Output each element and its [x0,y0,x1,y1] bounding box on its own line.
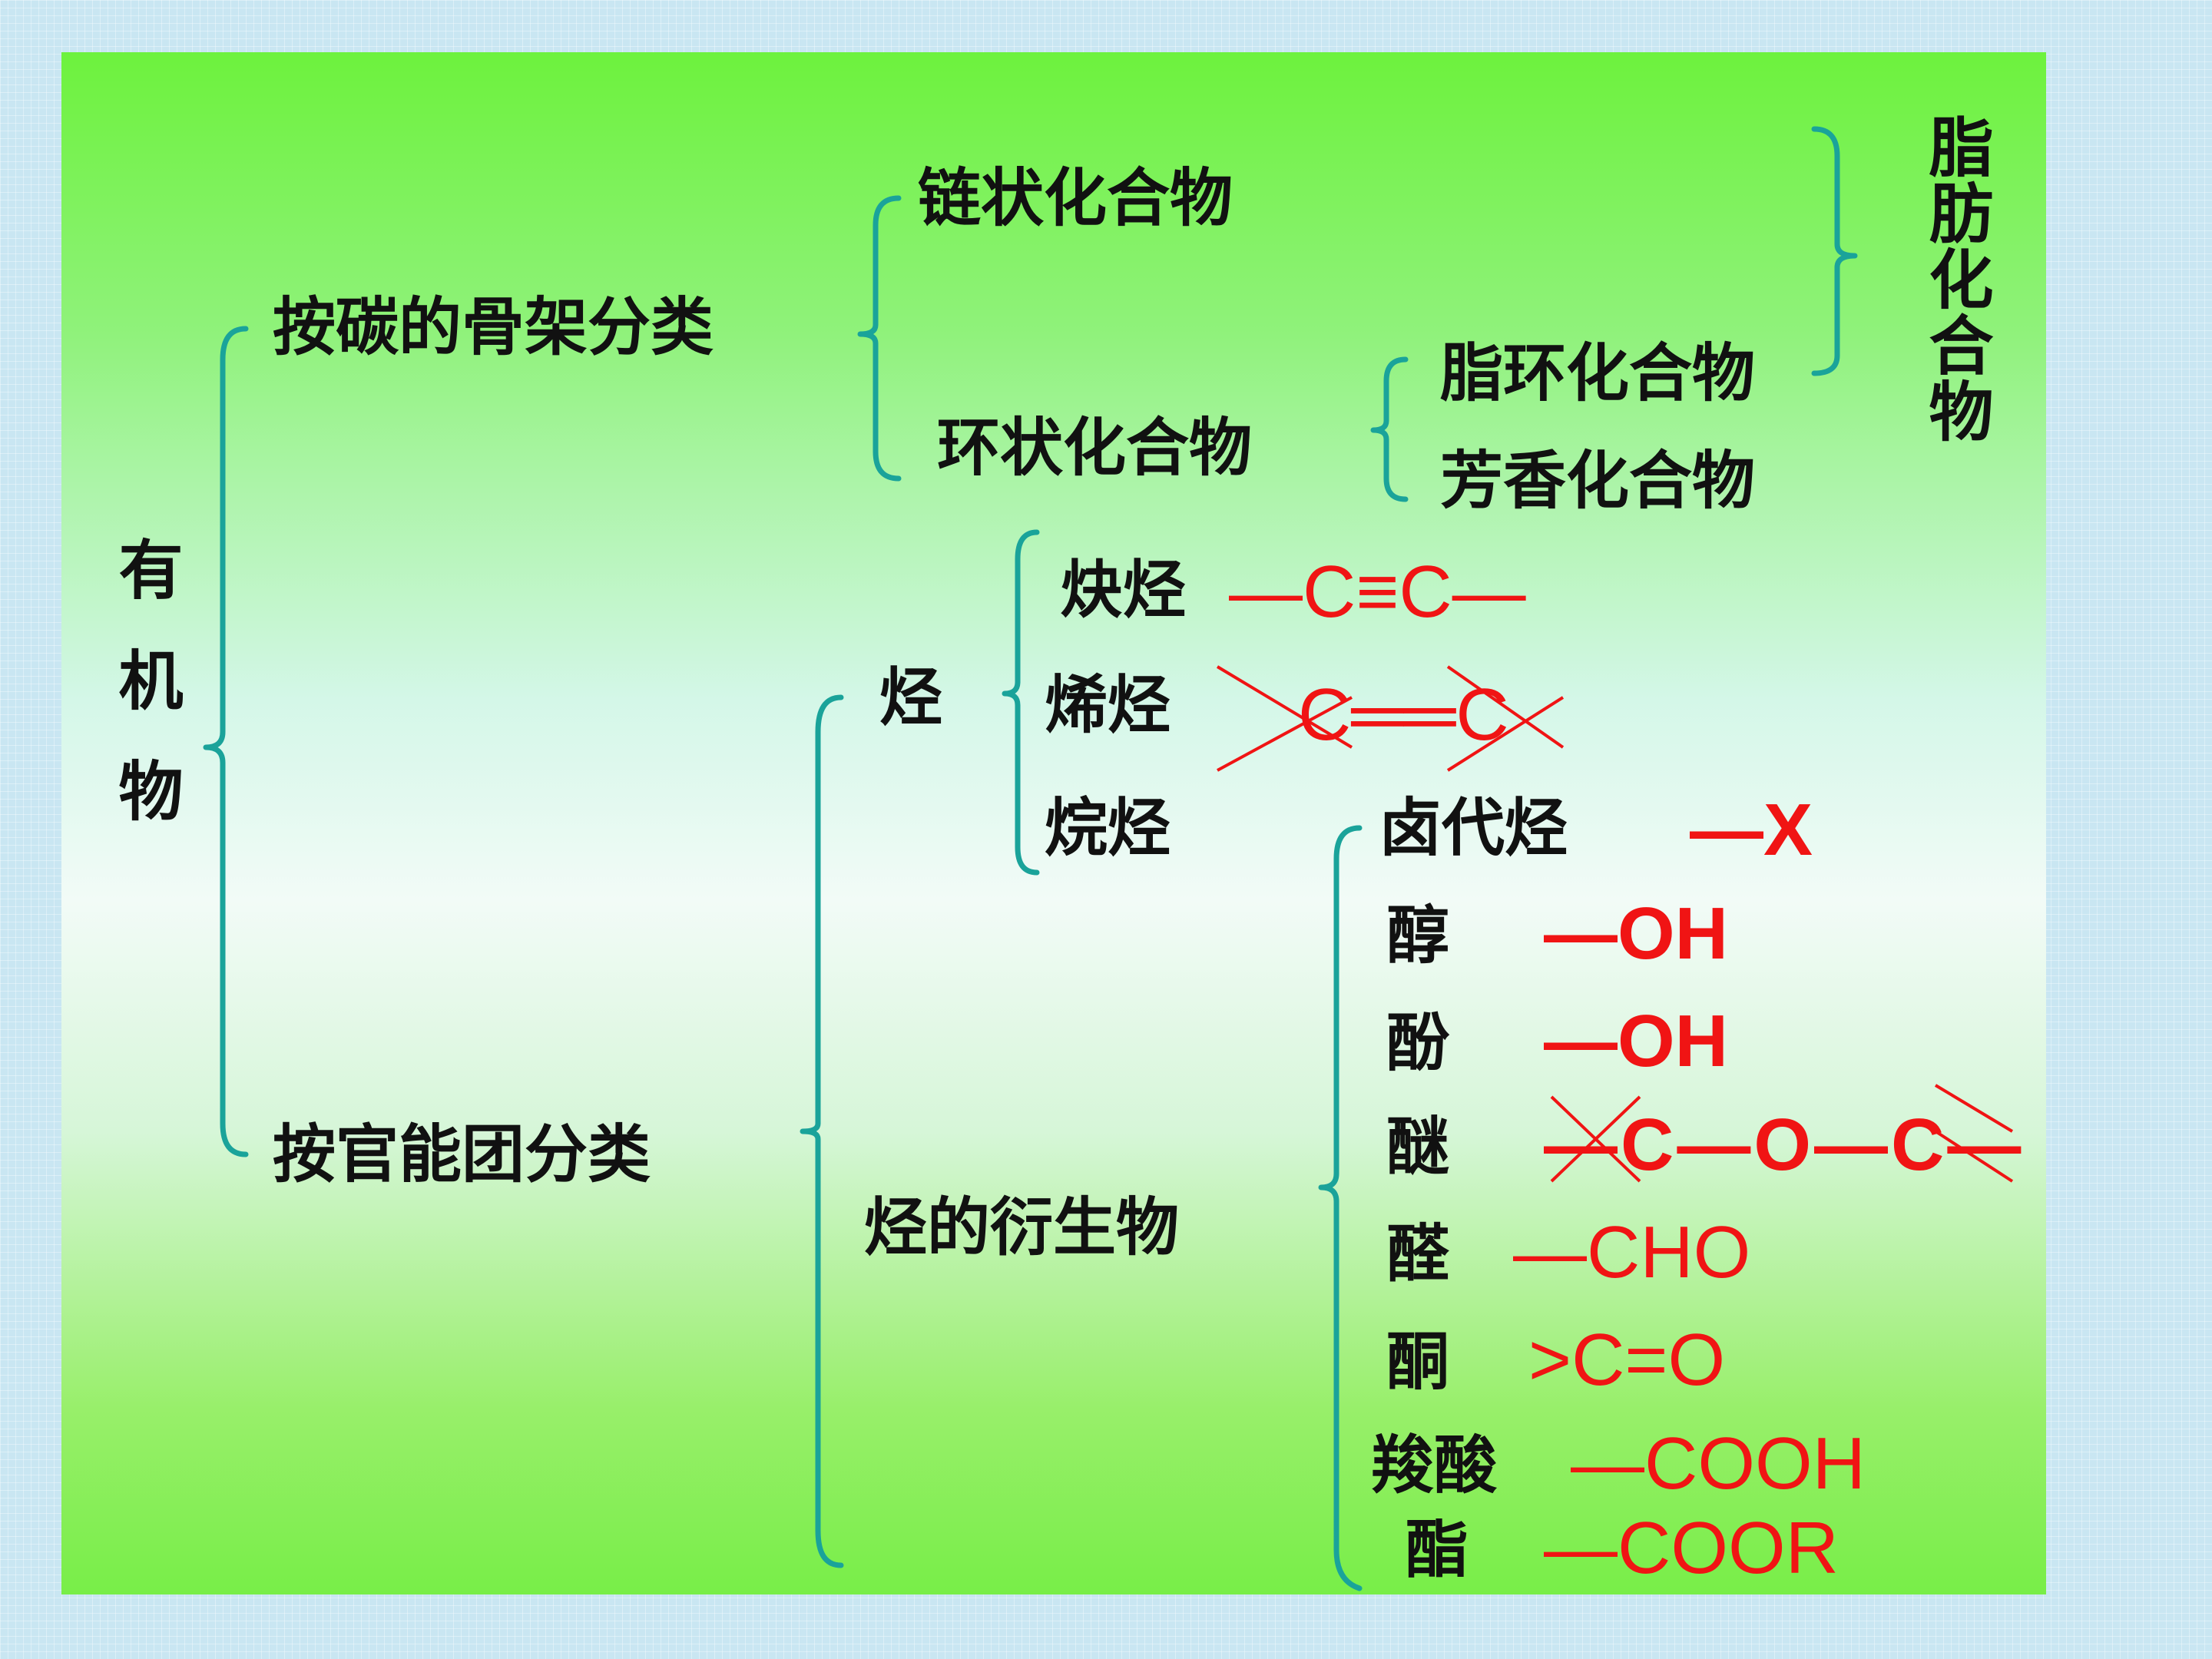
derivative-group: —CHO [1513,1211,1751,1293]
derivative-group: —COOR [1544,1507,1839,1589]
derivative-group: —OH [1544,1000,1728,1082]
brace-root [203,326,249,1157]
ring-compounds: 环状化合物 [937,412,1253,485]
brace-derivatives [1318,825,1363,1591]
alkene-bond-line [1216,665,1353,749]
alkyne-name: 炔烃 [1060,554,1187,627]
alkane-name: 烷烃 [1045,792,1171,865]
ether-bond-line [1934,1084,2014,1133]
derivative-name: 卤代烃 [1379,792,1568,865]
derivative-group: —COOH [1571,1422,1866,1505]
diagram-panel: 有机物 按碳的骨架分类 链状化合物 环状化合物 脂环化合物 芳香化合物 脂肪化合… [61,52,2046,1594]
derivative-name: 酚 [1386,1007,1450,1080]
brace-skeleton [857,195,902,482]
chain-compounds: 链状化合物 [918,162,1233,235]
alkene-name: 烯烃 [1045,669,1171,742]
aliphatic-compounds: 脂肪化合物 [1919,114,1994,444]
derivative-group: —X [1690,789,1813,871]
brace-functional [800,694,844,1568]
category-functional-group: 按官能团分类 [273,1118,651,1191]
derivative-group: —C—O—C— [1544,1104,2025,1186]
derivative-group: —OH [1544,892,1728,975]
alkene-bond-line [1446,665,1565,749]
derivative-group: >C=O [1528,1319,1726,1401]
ether-bond-line [1550,1095,1641,1183]
alkyne-group: —C≡C— [1229,551,1526,633]
hydrocarbon-label: 烃 [879,661,943,734]
derivative-name: 醚 [1386,1111,1450,1184]
derivatives-label: 烃的衍生物 [864,1191,1180,1264]
alkene-bond-line [1217,696,1353,772]
ether-bond-line [1934,1130,2014,1183]
derivative-name: 酮 [1386,1326,1450,1399]
alkene-bond-line [1446,696,1565,772]
category-carbon-skeleton: 按碳的骨架分类 [273,291,714,364]
aromatic-compounds: 芳香化合物 [1440,445,1756,518]
root-label: 有机物 [108,536,184,868]
brace-hydrocarbon [1002,529,1040,876]
derivative-name: 酯 [1406,1514,1469,1587]
alkene-group: C══C [1298,674,1509,756]
alicyclic-compounds: 脂环化合物 [1440,337,1756,410]
derivative-name: 羧酸 [1371,1429,1498,1502]
brace-aliphatic [1811,126,1858,376]
brace-ring [1370,356,1409,502]
brace-lines [203,126,2014,1591]
derivative-name: 醇 [1386,899,1450,972]
derivative-name: 醛 [1386,1218,1450,1291]
